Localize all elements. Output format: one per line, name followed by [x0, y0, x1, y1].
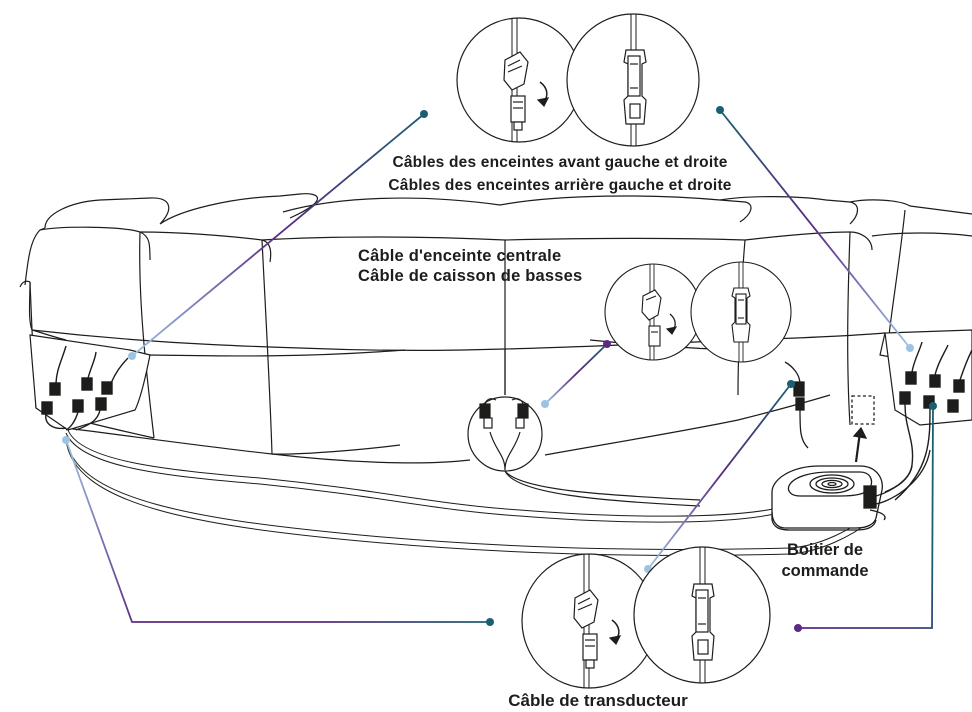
left-connector-panel [29, 334, 151, 431]
detail-center-connect [604, 263, 702, 361]
center-connector-circle [467, 396, 701, 507]
right-connector-panel [884, 329, 972, 501]
detail-top-connected [566, 13, 700, 147]
detail-center-connected [690, 261, 792, 363]
label-control-box-line2: commande [781, 562, 869, 580]
detail-bottom-connected [633, 546, 771, 684]
label-subwoofer-cable: Câble de caisson de basses [358, 267, 583, 285]
label-front-speaker-cables: Câbles des enceintes avant gauche et dro… [392, 154, 728, 171]
detail-top-connect [456, 17, 582, 143]
leader-lines [65, 109, 934, 629]
sofa-outline [19, 193, 972, 464]
leader-dots [62, 106, 937, 632]
label-center-speaker-cable: Câble d'enceinte centrale [358, 247, 562, 265]
detail-bottom-connect [521, 553, 657, 689]
control-box [771, 449, 931, 531]
wiring-harness [65, 429, 873, 556]
label-transducer-cable: Câble de transducteur [508, 691, 688, 710]
transducer-connector [784, 361, 809, 449]
label-control-box-line1: Boitier de [786, 541, 864, 559]
insertion-slot [851, 395, 875, 463]
label-rear-speaker-cables: Câbles des enceintes arrière gauche et d… [388, 177, 732, 194]
